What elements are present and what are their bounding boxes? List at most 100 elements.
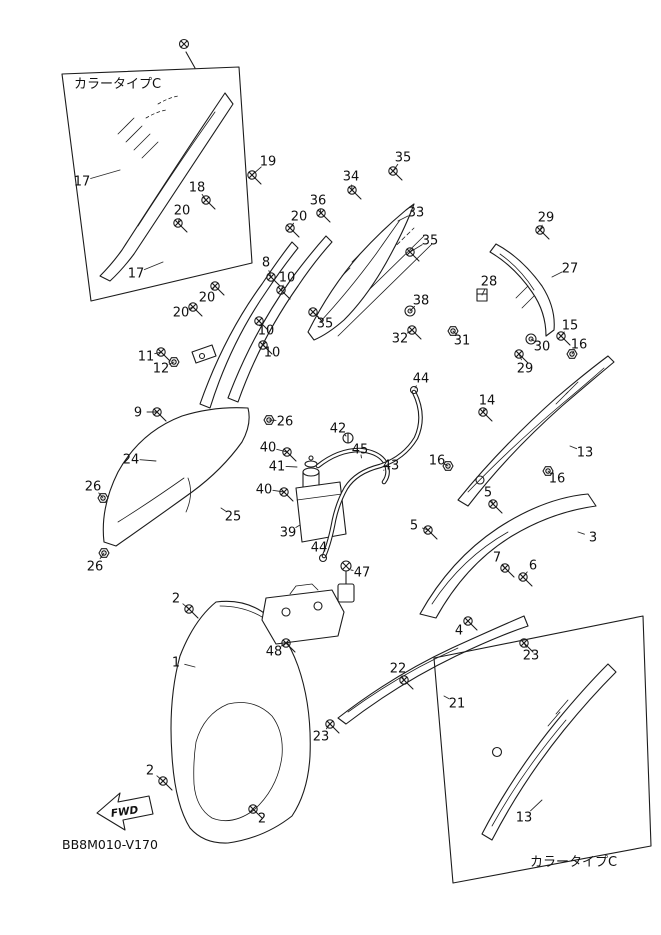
nut-icon [566, 349, 578, 359]
callout-26: 26 [87, 560, 104, 575]
screw-icon [325, 719, 340, 734]
callout-4: 4 [455, 624, 463, 639]
callout-44: 44 [311, 541, 328, 556]
callout-23: 23 [523, 649, 540, 664]
screw-icon [399, 675, 414, 690]
callout-44: 44 [413, 372, 430, 387]
callout-10: 10 [258, 324, 275, 339]
nut-icon [97, 493, 109, 503]
callout-3: 3 [589, 531, 597, 546]
panel-27-art [489, 243, 555, 337]
panel-21-art [337, 615, 529, 725]
callout-16: 16 [549, 472, 566, 487]
diagram-line-art [61, 38, 652, 884]
callout-14: 14 [479, 394, 496, 409]
screw-icon [258, 340, 273, 355]
screw-icon [188, 302, 203, 317]
panel-13-art [457, 355, 615, 507]
callout-12: 12 [153, 362, 170, 377]
callout-30: 30 [534, 340, 551, 355]
callout-38: 38 [413, 294, 430, 309]
hose-art [315, 385, 423, 563]
callout-27: 27 [562, 262, 579, 277]
callout-26: 26 [85, 480, 102, 495]
diagram-code: BB8M010-V170 [62, 837, 158, 852]
callout-39: 39 [280, 526, 297, 541]
screw-icon [347, 185, 362, 200]
callout-20: 20 [291, 210, 308, 225]
callout-7: 7 [493, 551, 501, 566]
callout-31: 31 [454, 334, 471, 349]
callout-10: 10 [264, 346, 281, 361]
screw-icon [535, 225, 550, 240]
fwd-label: FWD [110, 804, 139, 820]
callout-17: 17 [128, 267, 145, 282]
callout-13: 13 [577, 446, 594, 461]
callout-43: 43 [383, 459, 400, 474]
callout-16: 16 [429, 454, 446, 469]
callout-17: 17 [74, 175, 91, 190]
callout-40: 40 [260, 441, 277, 456]
nut-icon [442, 461, 454, 471]
nut-icon [98, 548, 110, 558]
screw-icon [514, 349, 529, 364]
callout-2: 2 [172, 592, 180, 607]
callout-16: 16 [571, 338, 588, 353]
callout-19: 19 [260, 155, 277, 170]
screw-icon [405, 247, 420, 262]
screw-icon [423, 525, 438, 540]
inner-panel-left [199, 241, 299, 409]
callout-6: 6 [529, 559, 537, 574]
callout-47: 47 [354, 566, 371, 581]
screw-icon [248, 804, 263, 819]
screw-icon [478, 407, 493, 422]
callout-20: 20 [199, 291, 216, 306]
screw-icon [388, 166, 403, 181]
callout-35: 35 [422, 234, 439, 249]
callout-8: 8 [262, 256, 270, 271]
screw-icon [173, 218, 188, 233]
callout-29: 29 [538, 211, 555, 226]
callout-26: 26 [277, 415, 294, 430]
callout-5: 5 [410, 519, 418, 534]
screw-icon [500, 563, 515, 578]
fastener-icons [97, 166, 578, 819]
color-type-label-top: カラータイプC [74, 77, 161, 92]
callout-20: 20 [173, 306, 190, 321]
callout-25: 25 [225, 510, 242, 525]
fwd-arrow-icon [96, 792, 154, 831]
callout-11: 11 [138, 350, 155, 365]
screw-icon [316, 208, 331, 223]
leader-lines [90, 163, 585, 813]
color-type-box-top [61, 66, 253, 302]
callout-15: 15 [562, 319, 579, 334]
callout-32: 32 [392, 332, 409, 347]
callout-34: 34 [343, 170, 360, 185]
clip-icon [476, 288, 488, 302]
callout-48: 48 [266, 645, 283, 660]
screw-icon [152, 407, 167, 422]
grommet-icon [404, 305, 416, 317]
color-type-box-bottom [433, 615, 652, 884]
callout-28: 28 [481, 275, 498, 290]
panel-33-art [307, 203, 415, 341]
nut-icon [168, 357, 180, 367]
screw-icon [308, 307, 323, 322]
callout-45: 45 [352, 443, 369, 458]
screw-icon [184, 604, 199, 619]
screw-icon [407, 325, 422, 340]
screw-icon [519, 638, 534, 653]
callout-10: 10 [279, 271, 296, 286]
callout-1: 1 [172, 656, 180, 671]
screw-icon [210, 281, 225, 296]
callout-41: 41 [269, 460, 286, 475]
callout-35: 35 [395, 151, 412, 166]
callout-40: 40 [256, 483, 273, 498]
screw-icon [201, 195, 216, 210]
screw-icon [158, 776, 173, 791]
screw-icon [282, 447, 297, 462]
nut-icon [447, 326, 459, 336]
